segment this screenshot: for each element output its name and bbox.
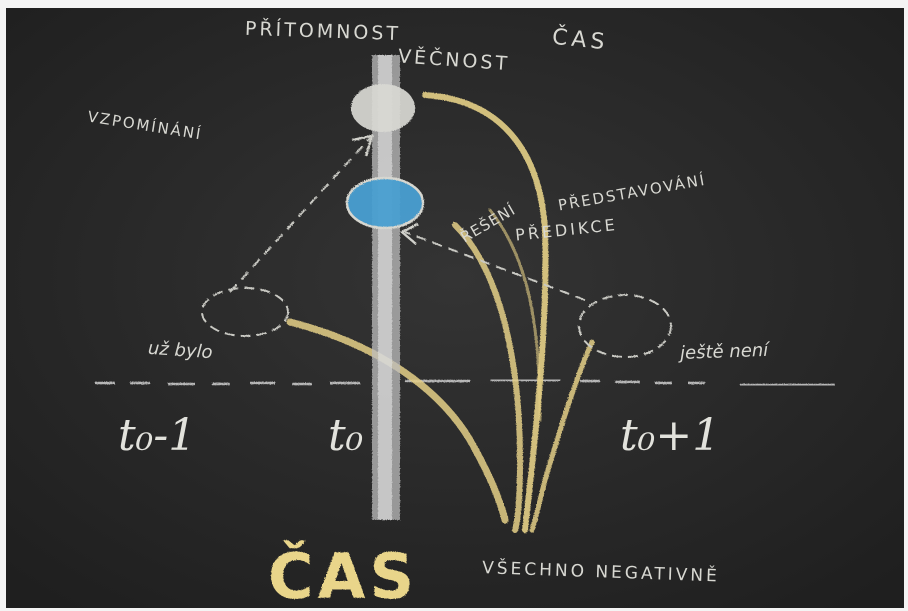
recall-arrow bbox=[229, 137, 371, 293]
eternity-ellipse bbox=[351, 84, 415, 132]
label-t-plus-1: t₀+1 bbox=[620, 410, 720, 461]
curve-inner bbox=[488, 208, 542, 422]
label-pritomnost: PŘÍTOMNOST bbox=[245, 17, 402, 45]
label-uz-bylo: už bylo bbox=[147, 338, 213, 363]
curve-from-past bbox=[286, 318, 509, 524]
curve-from-top bbox=[422, 92, 549, 533]
curve-middle bbox=[452, 222, 524, 533]
arrow-heads bbox=[351, 134, 419, 245]
future-ellipse bbox=[578, 294, 672, 358]
label-t-0: t₀ bbox=[328, 410, 364, 461]
label-t-minus-1: t₀-1 bbox=[118, 410, 196, 461]
past-ellipse bbox=[201, 287, 289, 337]
present-axis bbox=[372, 55, 400, 520]
label-jeste-neni: ještě není bbox=[677, 340, 772, 364]
dashed-arrows bbox=[229, 137, 586, 301]
label-cas-top: ČAS bbox=[551, 24, 610, 56]
prediction-arrow bbox=[404, 231, 586, 301]
present-ellipse bbox=[345, 176, 425, 230]
yellow-curves bbox=[286, 92, 595, 533]
label-cas-bottom: ČAS bbox=[268, 540, 418, 611]
dashed-ellipses bbox=[201, 287, 672, 358]
curve-to-future bbox=[529, 339, 595, 533]
board-surface bbox=[6, 8, 904, 608]
